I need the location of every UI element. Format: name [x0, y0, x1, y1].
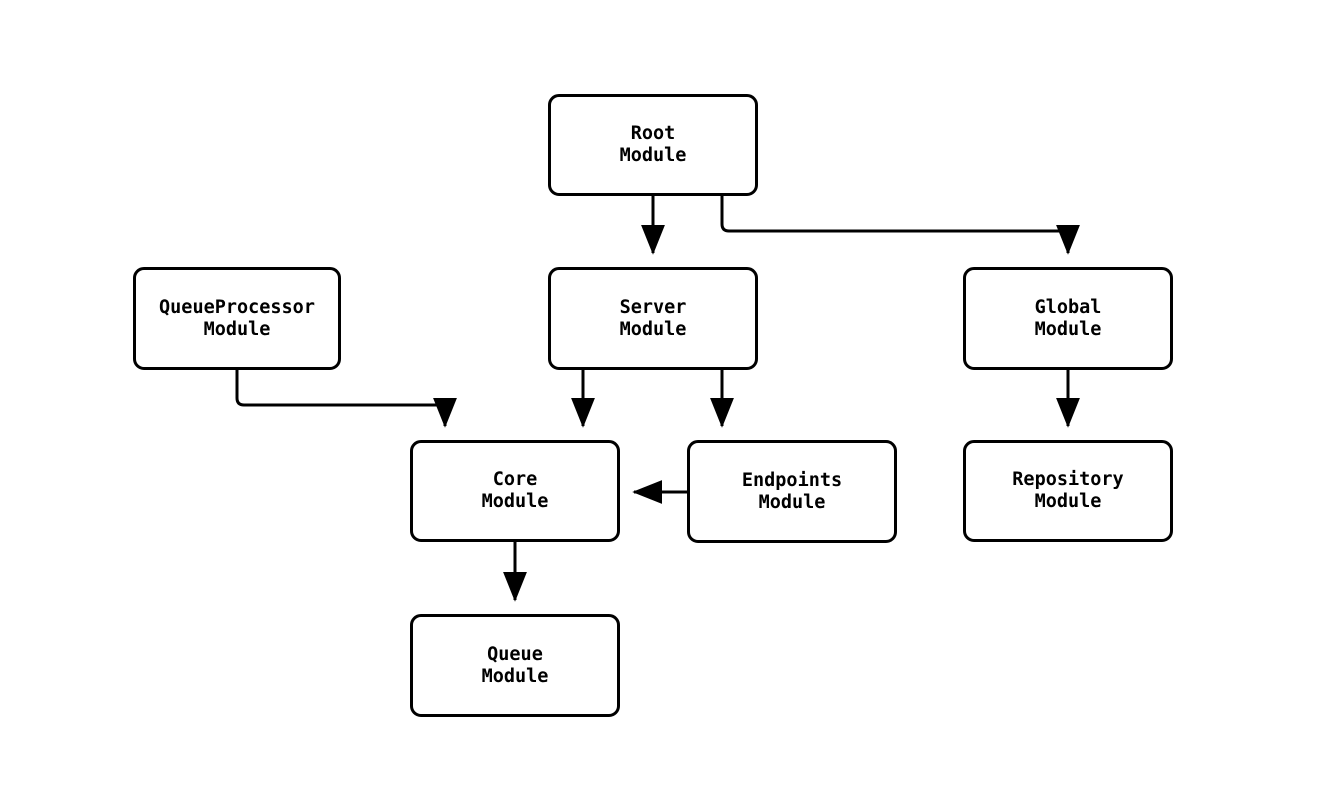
node-server-module-label: Server Module	[619, 296, 687, 340]
node-server-module[interactable]: Server Module	[548, 267, 758, 370]
node-queueprocessor-module[interactable]: QueueProcessor Module	[133, 267, 341, 370]
node-repository-module[interactable]: Repository Module	[963, 440, 1173, 542]
edge-queueprocessor-core	[235, 370, 457, 428]
node-queue-module-label: Queue Module	[481, 643, 549, 687]
node-repository-module-label: Repository Module	[1012, 469, 1124, 512]
node-endpoints-module-label: Endpoints Module	[741, 469, 843, 513]
node-core-module-label: Core Module	[481, 469, 549, 512]
node-global-module[interactable]: Global Module	[963, 267, 1173, 370]
edge-root-global	[720, 196, 1080, 255]
node-root-module[interactable]: Root Module	[548, 94, 758, 196]
node-global-module-label: Global Module	[1034, 296, 1102, 340]
node-endpoints-module[interactable]: Endpoints Module	[687, 440, 897, 543]
node-core-module[interactable]: Core Module	[410, 440, 620, 542]
node-root-module-label: Root Module	[619, 123, 687, 166]
node-queue-module[interactable]: Queue Module	[410, 614, 620, 717]
node-queueprocessor-module-label: QueueProcessor Module	[159, 296, 315, 340]
